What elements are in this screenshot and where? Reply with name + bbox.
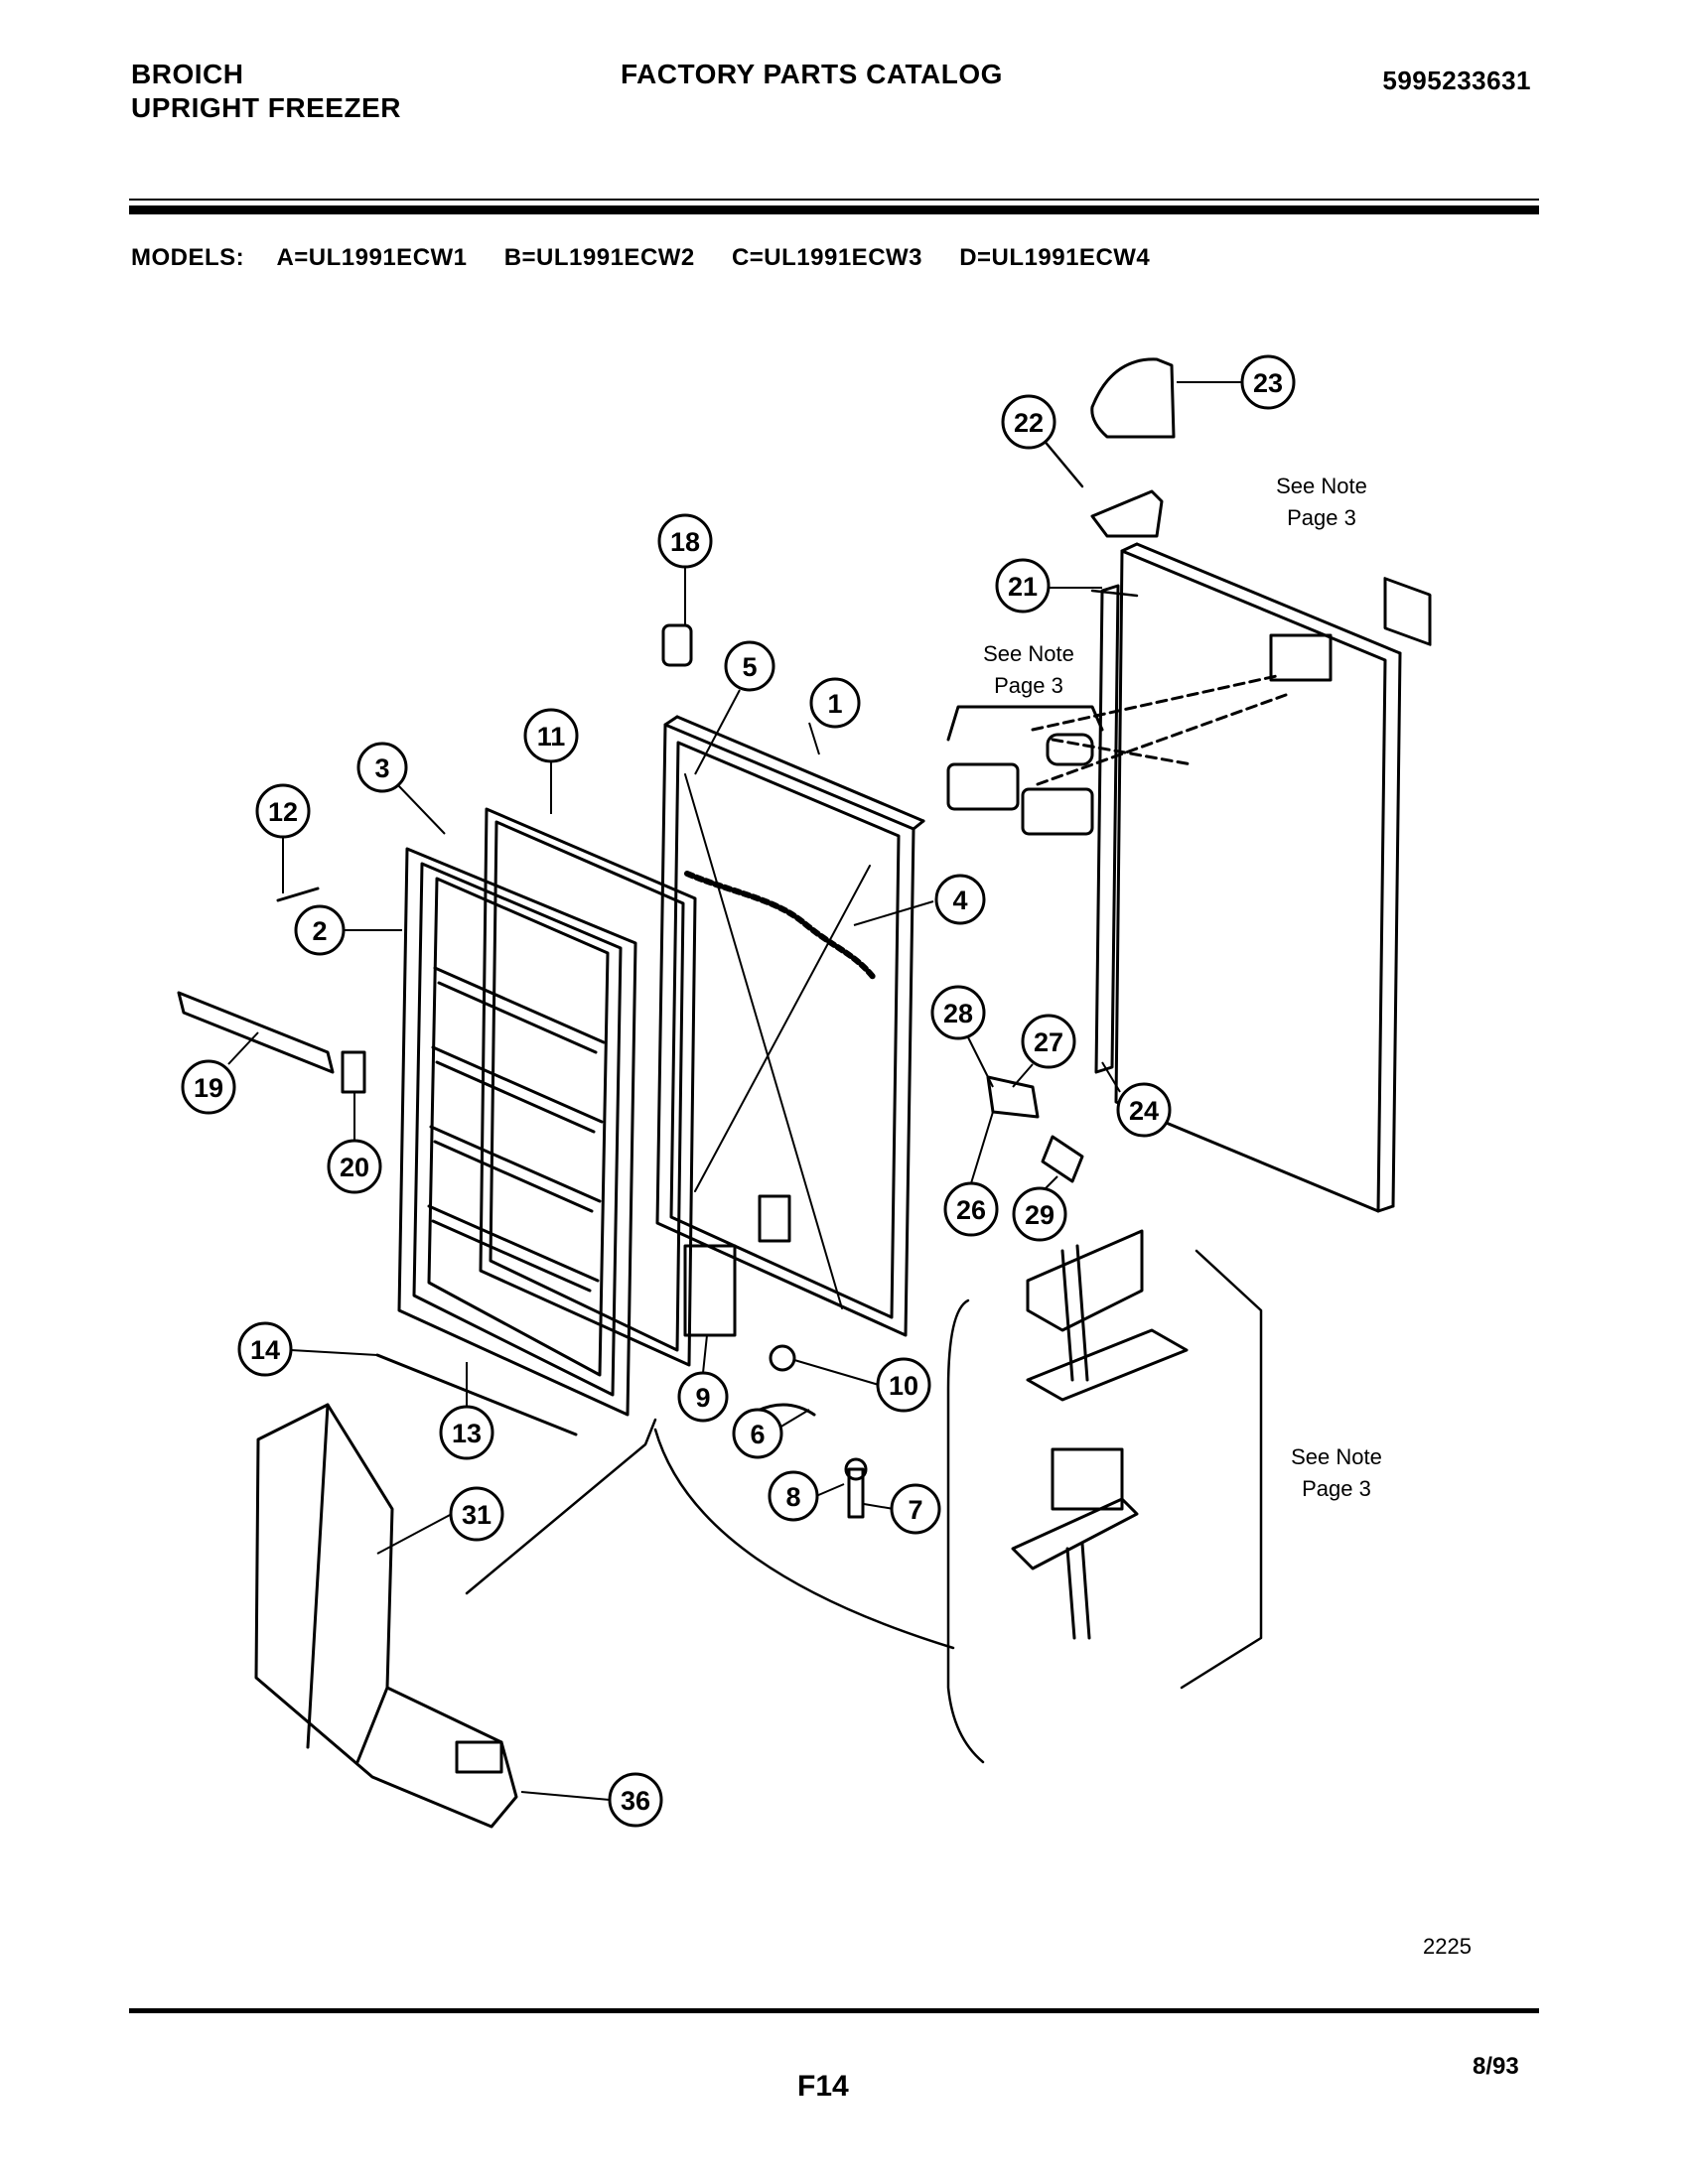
callout-6: 6: [732, 1408, 810, 1459]
callout-3: 3: [356, 742, 446, 835]
door-liner-part: [397, 847, 637, 1417]
svg-text:29: 29: [1025, 1200, 1055, 1230]
svg-text:See Note: See Note: [1276, 474, 1367, 498]
callout-28: 28: [930, 985, 994, 1088]
door-gasket-part: [479, 807, 697, 1367]
header-rule-thin: [129, 199, 1539, 201]
svg-text:Page 3: Page 3: [994, 673, 1063, 698]
see-note-hinge: See Note Page 3: [1291, 1444, 1382, 1501]
see-note-top-right: See Note Page 3: [1276, 474, 1367, 530]
models-line: MODELS: A=UL1991ECW1 B=UL1991ECW2 C=UL19…: [131, 244, 1180, 272]
svg-text:10: 10: [889, 1371, 918, 1401]
kickplate-part: [254, 1403, 518, 1829]
callout-36: 36: [520, 1772, 663, 1828]
svg-text:26: 26: [956, 1195, 986, 1225]
svg-text:5: 5: [742, 652, 757, 682]
callout-20: 20: [327, 1092, 382, 1194]
footer-rule: [129, 2008, 1539, 2013]
callout-19: 19: [181, 1031, 259, 1115]
svg-text:14: 14: [250, 1335, 280, 1365]
hinge-assembly-part: [1011, 1229, 1189, 1640]
callout-10: 10: [793, 1357, 931, 1413]
page-number: F14: [797, 2070, 849, 2103]
model-c: C=UL1991ECW3: [731, 244, 923, 271]
callout-9: 9: [677, 1334, 729, 1423]
catalog-number: 5995233631: [1382, 66, 1531, 95]
door-frame-part: [655, 715, 925, 1337]
svg-text:See Note: See Note: [1291, 1444, 1382, 1469]
callout-29: 29: [1012, 1175, 1067, 1242]
callout-14: 14: [237, 1321, 378, 1377]
svg-text:Page 3: Page 3: [1302, 1476, 1371, 1501]
callout-12: 12: [255, 783, 311, 893]
svg-text:8: 8: [785, 1482, 800, 1512]
callout-24: 24: [1101, 1061, 1172, 1138]
svg-text:See Note: See Note: [983, 641, 1074, 666]
callout-23: 23: [1177, 354, 1296, 410]
svg-text:13: 13: [452, 1419, 482, 1448]
callout-11: 11: [523, 708, 579, 814]
svg-text:2: 2: [312, 916, 327, 946]
drawing-code: 2225: [1423, 1934, 1472, 1959]
svg-text:18: 18: [670, 527, 700, 557]
svg-text:27: 27: [1034, 1027, 1063, 1057]
cabinet-panel-part: [1031, 542, 1432, 1213]
svg-text:20: 20: [340, 1153, 369, 1182]
brand-name: BROICH: [131, 59, 244, 89]
switch-parts: [946, 705, 1104, 836]
header-left: BROICH UPRIGHT FREEZER: [131, 58, 401, 125]
callout-13: 13: [439, 1362, 494, 1460]
svg-text:Page 3: Page 3: [1287, 505, 1356, 530]
model-d: D=UL1991ECW4: [959, 244, 1151, 271]
svg-text:31: 31: [462, 1500, 492, 1530]
model-b: B=UL1991ECW2: [503, 244, 695, 271]
svg-text:9: 9: [695, 1383, 710, 1413]
callout-21: 21: [995, 558, 1102, 614]
callout-4: 4: [853, 874, 986, 926]
callout-31: 31: [376, 1486, 504, 1555]
leader-lines: [465, 425, 1263, 1764]
model-a: A=UL1991ECW1: [276, 244, 468, 271]
svg-text:1: 1: [827, 689, 842, 719]
callout-8: 8: [768, 1470, 845, 1522]
callout-2: 2: [294, 904, 402, 956]
models-label: MODELS:: [131, 244, 245, 271]
callout-18: 18: [657, 513, 713, 625]
svg-text:36: 36: [621, 1786, 650, 1816]
svg-text:6: 6: [750, 1420, 765, 1449]
header-rule: [129, 205, 1539, 214]
callout-27: 27: [1012, 1014, 1076, 1088]
callout-26: 26: [943, 1111, 999, 1237]
svg-text:4: 4: [952, 886, 967, 915]
svg-text:21: 21: [1008, 572, 1038, 602]
svg-text:23: 23: [1253, 368, 1283, 398]
svg-text:22: 22: [1014, 408, 1044, 438]
svg-text:28: 28: [943, 999, 973, 1028]
svg-text:19: 19: [194, 1073, 223, 1103]
svg-text:7: 7: [908, 1495, 922, 1525]
bracket-and-cap-parts: [1090, 357, 1176, 538]
callout-1: 1: [808, 677, 861, 755]
callout-5: 5: [694, 640, 775, 775]
callout-22: 22: [1001, 394, 1056, 450]
svg-text:12: 12: [268, 797, 298, 827]
see-note-switches: See Note Page 3: [983, 641, 1074, 698]
product-name: UPRIGHT FREEZER: [131, 92, 401, 123]
callout-7: 7: [863, 1483, 941, 1535]
revision-date: 8/93: [1473, 2053, 1519, 2080]
small-hardware-parts: [177, 623, 1084, 1519]
svg-text:11: 11: [537, 722, 566, 751]
svg-text:24: 24: [1129, 1096, 1159, 1126]
catalog-title: FACTORY PARTS CATALOG: [621, 59, 1003, 89]
svg-text:3: 3: [374, 753, 389, 783]
